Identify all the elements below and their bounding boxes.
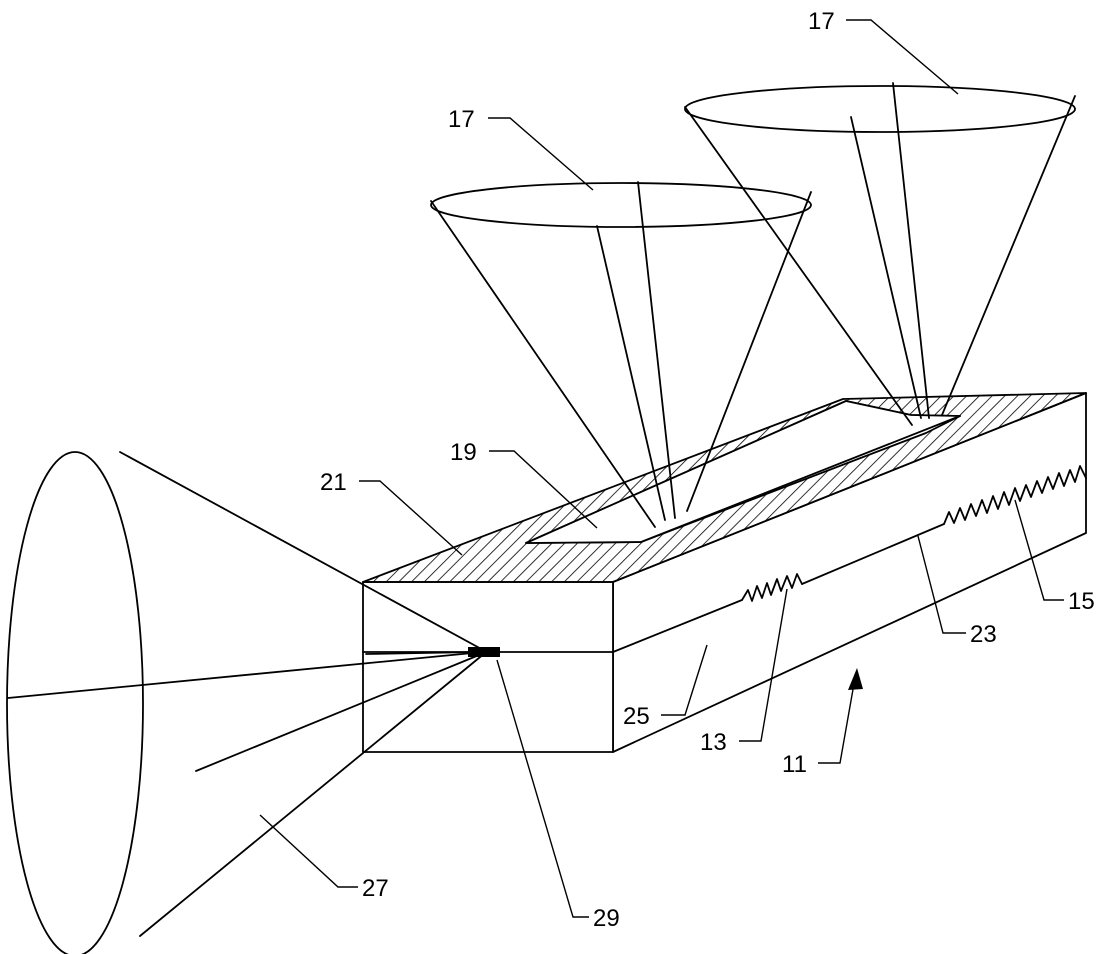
leader-23 — [917, 535, 966, 634]
cone-right-edge-left — [684, 106, 913, 426]
label-17-left: 17 — [448, 106, 475, 133]
reference-numerals: 17 17 19 21 15 23 25 13 11 27 29 — [320, 8, 1095, 932]
label-15: 15 — [1068, 588, 1095, 615]
label-13: 13 — [700, 729, 727, 756]
leader-lines — [259, 19, 1064, 918]
cone-left-ray-a — [596, 225, 666, 521]
output-port-29 — [468, 647, 500, 657]
light-cone-right — [684, 82, 1076, 426]
cone-left-edge-right — [686, 191, 812, 512]
cone-left-rim — [430, 182, 812, 228]
output-cone-ray-axis — [365, 651, 479, 655]
arrow-11 — [848, 668, 863, 690]
output-cone-ray-low — [195, 652, 485, 772]
output-cone — [6, 451, 500, 954]
output-cone-edge-top — [119, 451, 486, 652]
leader-21 — [359, 480, 463, 556]
cone-right-edge-right — [941, 95, 1076, 416]
output-cone-rim — [6, 451, 144, 954]
label-27: 27 — [362, 875, 389, 902]
leader-17-left — [488, 117, 594, 191]
grating-13 — [741, 573, 803, 602]
leader-29 — [496, 659, 589, 918]
leader-25 — [661, 644, 708, 716]
cone-right-ray-a — [850, 116, 922, 419]
output-cone-edge-bottom — [139, 652, 486, 937]
core-line-mid — [801, 523, 945, 585]
leader-11 — [818, 677, 856, 764]
cone-left-edge-left — [430, 200, 656, 528]
leader-15 — [1014, 499, 1064, 601]
label-23: 23 — [970, 621, 997, 648]
leader-17-right — [846, 19, 959, 95]
waveguide-block — [362, 392, 1087, 753]
label-19: 19 — [450, 439, 477, 466]
label-25: 25 — [623, 703, 650, 730]
block-front-face — [362, 581, 614, 753]
cone-left-ray-b — [637, 181, 676, 519]
cone-right-rim — [684, 85, 1076, 133]
label-11: 11 — [782, 751, 807, 778]
light-cone-left — [430, 181, 812, 528]
window-opening — [525, 400, 961, 544]
leader-27 — [259, 814, 358, 888]
core-line-side — [612, 599, 743, 653]
grating-15 — [943, 465, 1087, 525]
label-17-right: 17 — [808, 8, 835, 35]
output-cone-ray-center — [7, 651, 484, 699]
leader-19 — [489, 450, 598, 529]
leader-13 — [739, 588, 788, 742]
cone-right-ray-b — [892, 82, 930, 419]
label-29: 29 — [593, 905, 620, 932]
label-21: 21 — [320, 469, 347, 496]
